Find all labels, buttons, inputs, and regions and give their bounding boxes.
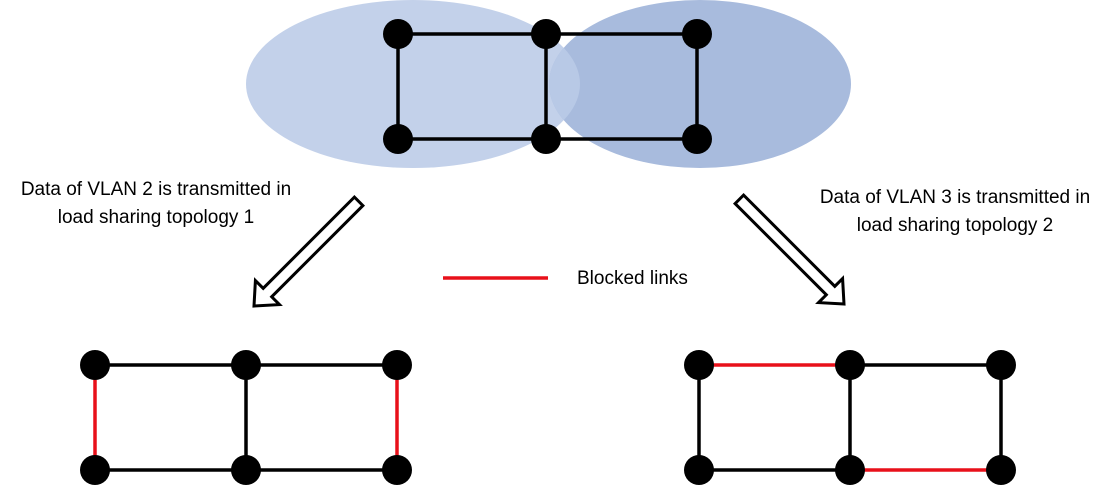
node-top-middle	[231, 350, 261, 380]
vlan3-caption: Data of VLAN 3 is transmitted in load sh…	[796, 184, 1114, 240]
load-sharing-topology-2-nodes	[684, 350, 1016, 485]
node-top-right	[682, 19, 712, 49]
node-bottom-right	[986, 455, 1016, 485]
node-bottom-left	[80, 455, 110, 485]
vlan2-caption-line2: load sharing topology 1	[57, 207, 255, 228]
load-sharing-topology-1-nodes	[80, 350, 412, 485]
original-topology-nodes	[383, 19, 712, 154]
node-bottom-right	[382, 455, 412, 485]
node-bottom-right	[682, 124, 712, 154]
node-top-right	[986, 350, 1016, 380]
vlan3-caption-line1: Data of VLAN 3 is transmitted in	[819, 187, 1091, 208]
node-bottom-left	[383, 124, 413, 154]
original-topology	[396, 32, 699, 141]
blocked-links-legend-label: Blocked links	[577, 268, 688, 289]
vlan-region-group	[246, 0, 851, 168]
node-top-middle	[835, 350, 865, 380]
node-top-right	[382, 350, 412, 380]
vlan2-caption-line1: Data of VLAN 2 is transmitted in	[20, 179, 292, 200]
arrow-to-topology-2	[732, 192, 846, 306]
vlan3-region-ellipse	[549, 0, 851, 168]
node-bottom-middle	[835, 455, 865, 485]
arrow-down-right-icon	[732, 192, 846, 306]
load-sharing-topology-2	[697, 363, 1003, 472]
vlan2-caption: Data of VLAN 2 is transmitted in load sh…	[0, 176, 312, 232]
node-bottom-middle	[531, 124, 561, 154]
node-bottom-left	[684, 455, 714, 485]
node-top-left	[684, 350, 714, 380]
load-sharing-topology-1	[93, 363, 399, 472]
vlan3-caption-line2: load sharing topology 2	[856, 215, 1054, 236]
vlan2-region-ellipse	[246, 0, 580, 168]
node-bottom-middle	[231, 455, 261, 485]
node-top-left	[80, 350, 110, 380]
node-top-middle	[531, 19, 561, 49]
arrow-down-left-icon	[252, 194, 366, 308]
node-top-left	[383, 19, 413, 49]
arrow-to-topology-1	[252, 194, 366, 308]
